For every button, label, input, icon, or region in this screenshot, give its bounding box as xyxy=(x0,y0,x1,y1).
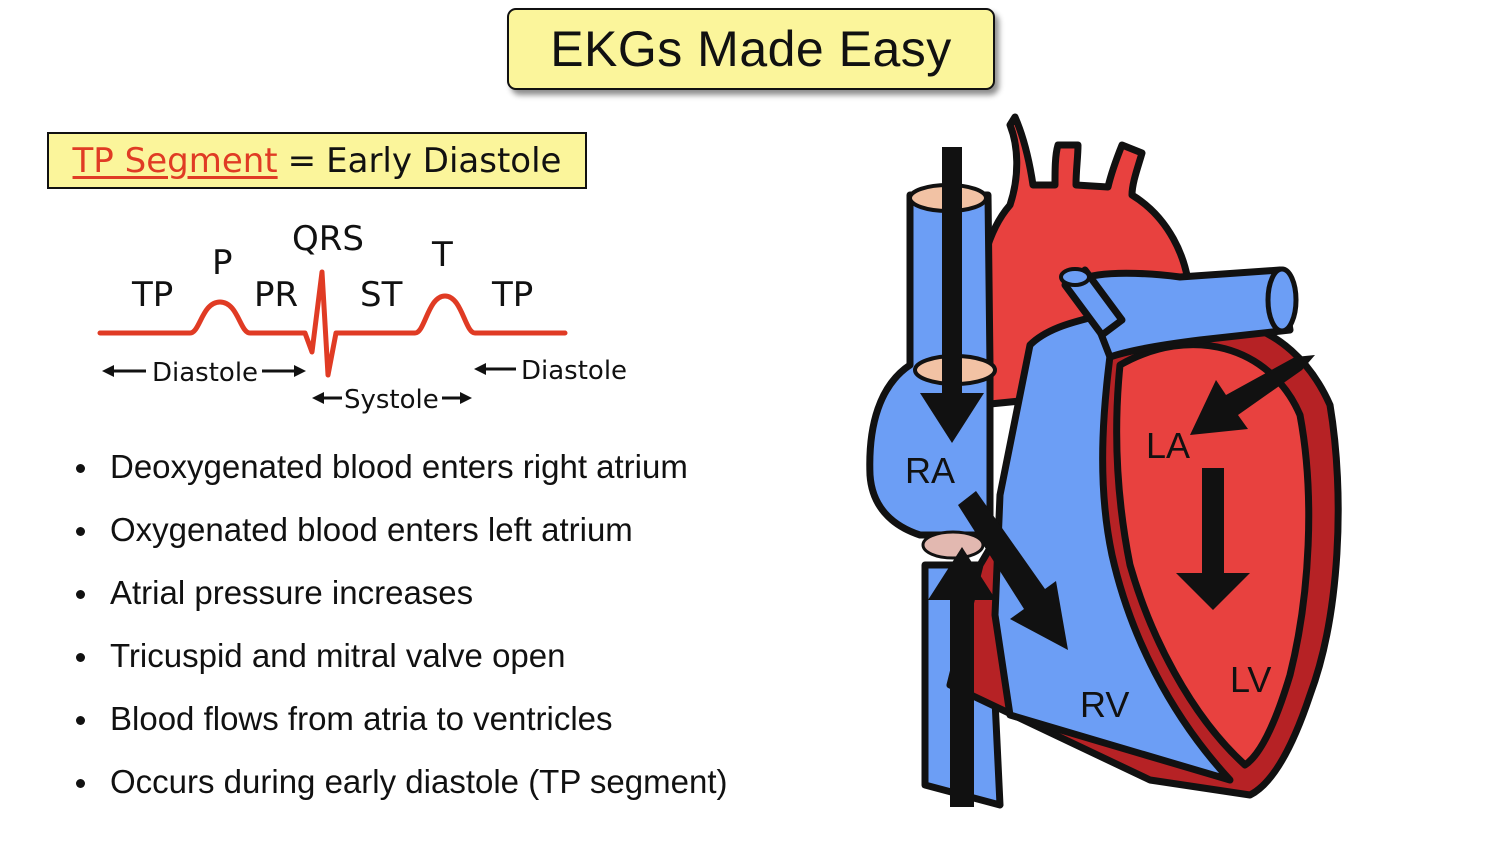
ecg-label-pr: PR xyxy=(254,275,298,315)
subtitle-banner: TP Segment = Early Diastole xyxy=(47,132,587,189)
bullet-dot xyxy=(76,527,85,536)
label-rv: RV xyxy=(1080,684,1129,725)
subtitle-rest: Early Diastole xyxy=(326,141,561,181)
bullet-dot xyxy=(76,590,85,599)
bullet-text: Deoxygenated blood enters right atrium xyxy=(110,448,688,485)
ecg-waveform-diagram: TP P PR QRS ST T TP Diastole Systole Dia… xyxy=(90,210,650,425)
bullet-dot xyxy=(76,779,85,788)
bullet-text: Occurs during early diastole (TP segment… xyxy=(110,763,727,800)
ecg-label-t: T xyxy=(431,235,453,275)
bullet-item: Oxygenated blood enters left atrium xyxy=(72,503,727,566)
heart-diagram: RA LA RV LV xyxy=(850,95,1370,835)
bullet-item: Deoxygenated blood enters right atrium xyxy=(72,440,727,503)
systole-label: Systole xyxy=(344,385,439,415)
pulmonary-branch-opening xyxy=(1061,269,1089,285)
bullet-item: Blood flows from atria to ventricles xyxy=(72,692,727,755)
bullet-text: Oxygenated blood enters left atrium xyxy=(110,511,633,548)
subtitle-highlight: TP Segment xyxy=(73,141,278,181)
diastole-right-label: Diastole xyxy=(521,356,627,386)
label-lv: LV xyxy=(1230,659,1271,700)
subtitle-equals: = xyxy=(288,141,317,181)
diastole-right-arrow xyxy=(474,363,516,375)
ecg-label-tp-left: TP xyxy=(131,275,173,315)
ivc-opening xyxy=(923,532,983,558)
bullet-text: Blood flows from atria to ventricles xyxy=(110,700,613,737)
bullet-item: Tricuspid and mitral valve open xyxy=(72,629,727,692)
pulmonary-opening xyxy=(1268,269,1296,331)
page-title-text: EKGs Made Easy xyxy=(550,20,952,78)
bullet-dot xyxy=(76,464,85,473)
bullet-dot xyxy=(76,653,85,662)
label-la: LA xyxy=(1146,425,1190,466)
ecg-label-tp-right: TP xyxy=(491,275,533,315)
ecg-label-st: ST xyxy=(360,275,403,315)
diastole-left-label: Diastole xyxy=(152,358,258,388)
bullet-item: Occurs during early diastole (TP segment… xyxy=(72,755,727,818)
bullet-list: Deoxygenated blood enters right atrium O… xyxy=(72,440,727,818)
bullet-dot xyxy=(76,716,85,725)
page-title: EKGs Made Easy xyxy=(507,8,995,90)
bullet-text: Tricuspid and mitral valve open xyxy=(110,637,566,674)
bullet-item: Atrial pressure increases xyxy=(72,566,727,629)
ecg-label-qrs: QRS xyxy=(292,219,364,259)
ecg-label-p: P xyxy=(212,243,233,283)
bullet-text: Atrial pressure increases xyxy=(110,574,473,611)
label-ra: RA xyxy=(905,450,955,491)
